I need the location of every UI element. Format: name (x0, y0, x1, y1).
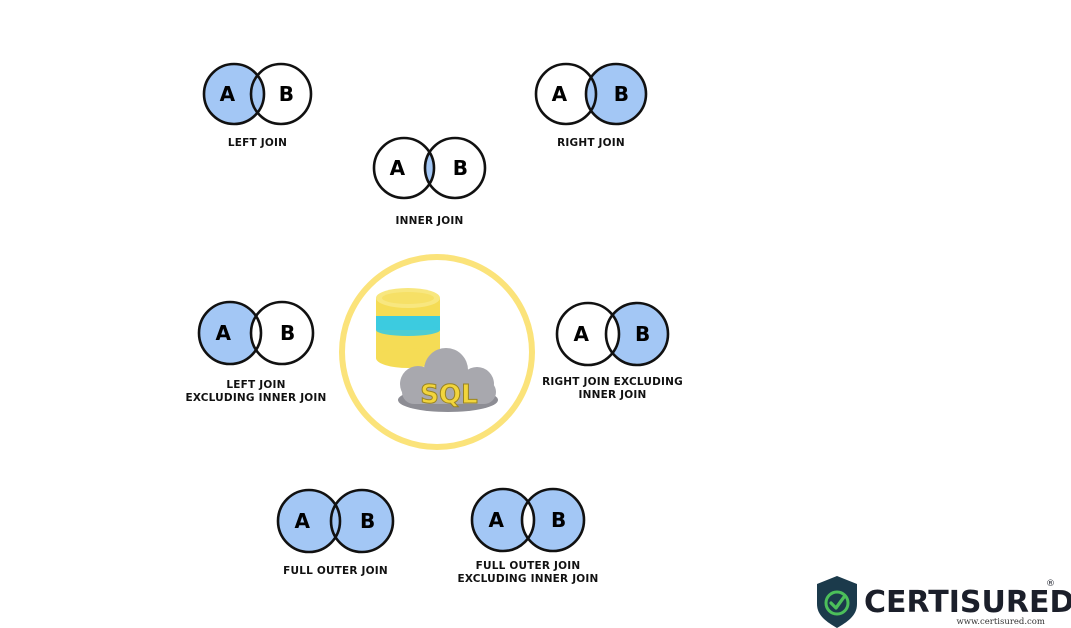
set-a-letter: A (215, 321, 231, 345)
set-a-region (278, 490, 340, 552)
set-a-letter: A (220, 82, 236, 106)
set-b-letter: B (614, 82, 629, 106)
set-a-circle (534, 62, 598, 126)
set-b-circle (329, 488, 395, 554)
set-b-letter: B (551, 508, 566, 532)
set-a-circle (197, 300, 263, 366)
set-b-letter: B (453, 156, 468, 180)
set-b-letter: B (360, 509, 375, 533)
set-a-circle (372, 136, 436, 200)
left-join-diagram: A B LEFT JOIN (202, 62, 313, 149)
database-cloud-icon: SQL (376, 288, 498, 412)
shield-check-icon (817, 576, 857, 628)
set-b-region (606, 303, 668, 365)
join-label: EXCLUDING INNER JOIN (185, 392, 326, 404)
emblem-ring (339, 254, 535, 450)
join-label: RIGHT JOIN (557, 137, 625, 149)
set-a-circle (276, 488, 342, 554)
set-a-letter: A (294, 509, 310, 533)
set-a-circle (202, 62, 266, 126)
join-label: INNER JOIN (396, 215, 464, 227)
sql-label: SQL (420, 380, 477, 410)
join-label: LEFT JOIN (228, 137, 287, 149)
join-label: LEFT JOIN (226, 379, 285, 391)
brand-url: www.certisured.com (956, 617, 1045, 627)
set-b-circle (423, 136, 487, 200)
registered-mark: ® (1046, 579, 1055, 589)
set-a-region (204, 64, 264, 124)
set-b-circle (584, 62, 648, 126)
join-label: FULL OUTER JOIN (476, 560, 581, 572)
set-a-letter: A (552, 82, 568, 106)
sql-emblem: SQL (339, 254, 535, 450)
set-a-region (199, 302, 261, 364)
set-b-region (522, 489, 584, 551)
set-b-circle (249, 62, 313, 126)
brand-name: CERTISURED (864, 585, 1071, 620)
set-b-region (331, 490, 393, 552)
join-label: EXCLUDING INNER JOIN (457, 573, 598, 585)
certisured-logo: CERTISURED ® www.certisured.com (817, 576, 1071, 628)
set-b-circle (249, 300, 315, 366)
set-a-region (472, 489, 534, 551)
join-label: RIGHT JOIN EXCLUDING (542, 376, 683, 388)
set-a-letter: A (488, 508, 504, 532)
cloud-icon (398, 348, 498, 412)
full-outer-join-diagram: A B FULL OUTER JOIN (276, 488, 395, 577)
join-label: INNER JOIN (579, 389, 647, 401)
right-join-diagram: A B RIGHT JOIN (534, 62, 648, 149)
set-b-letter: B (635, 322, 650, 346)
set-a-letter: A (573, 322, 589, 346)
set-b-letter: B (280, 321, 295, 345)
set-b-letter: B (279, 82, 294, 106)
join-label: FULL OUTER JOIN (283, 565, 388, 577)
set-b-region (586, 64, 646, 124)
set-a-circle (470, 487, 536, 553)
inner-join-diagram: A B INNER JOIN (372, 136, 487, 227)
set-a-circle (555, 301, 621, 367)
join-diagrams: A B LEFT JOIN A B RIGHT JOIN A B INNER JOIN A B LEF… (185, 62, 683, 585)
set-a-letter: A (390, 156, 406, 180)
set-b-circle (520, 487, 586, 553)
set-b-circle (604, 301, 670, 367)
database-icon (376, 288, 440, 368)
